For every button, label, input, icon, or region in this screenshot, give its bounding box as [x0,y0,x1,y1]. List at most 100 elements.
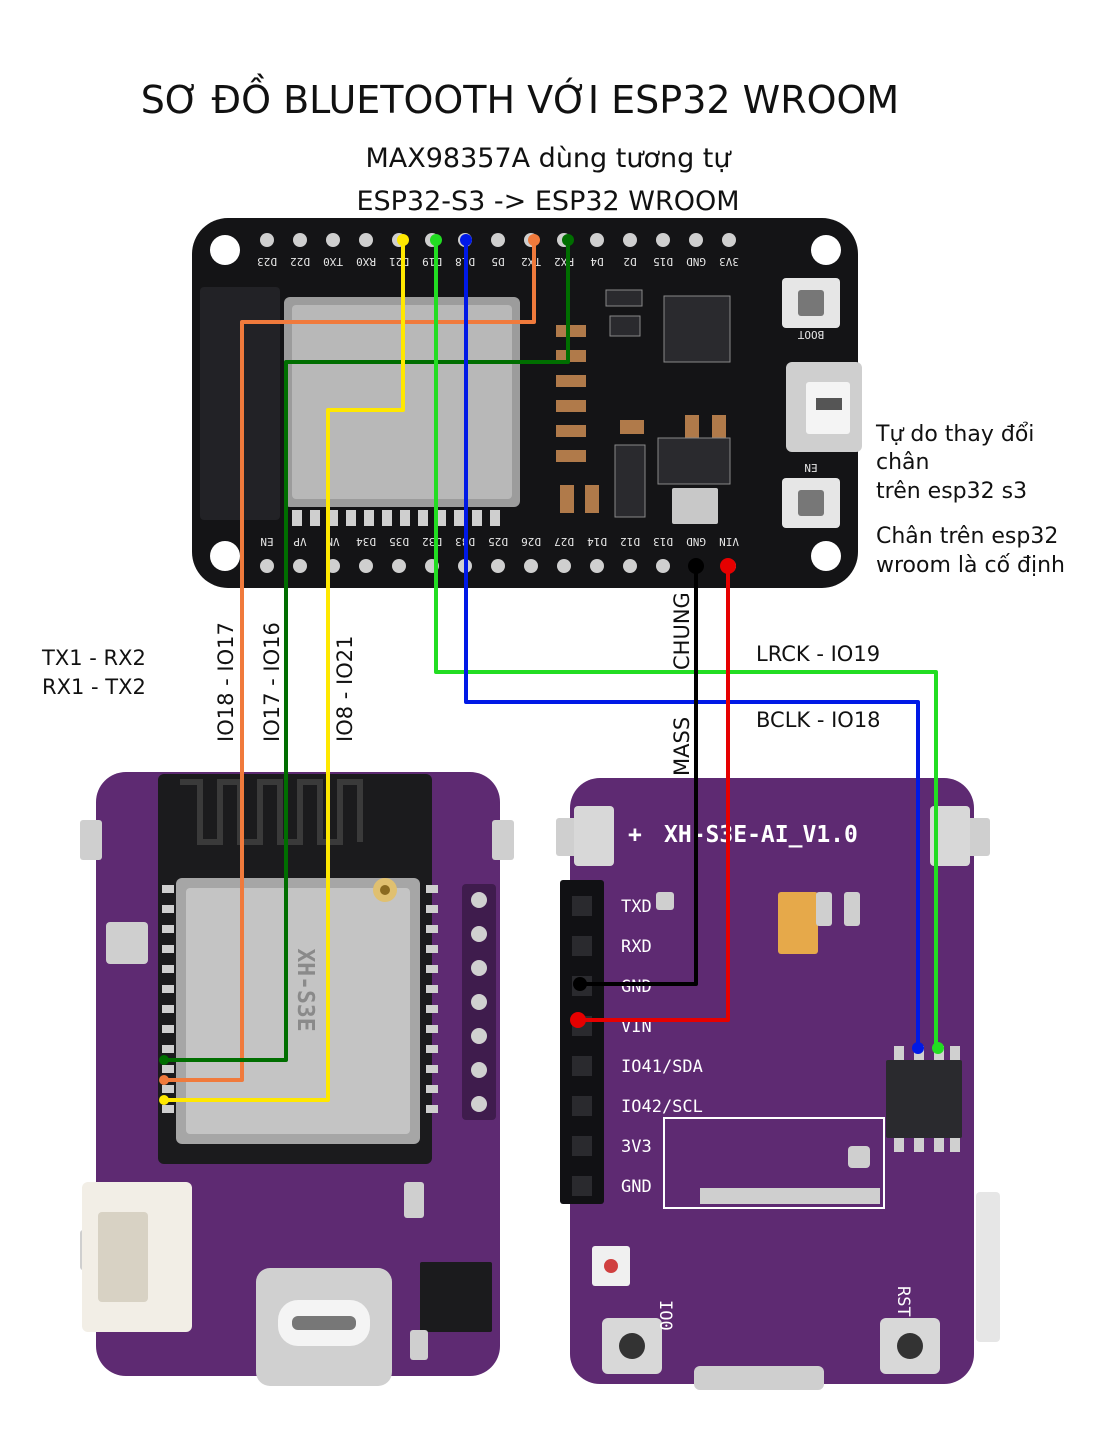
esp32-top-pin-tx0 [326,233,340,247]
xh-pin-label-6: 3V3 [621,1137,652,1157]
xh-pin-7 [572,1176,592,1196]
esp32-top-pin-label-d19: D19 [422,255,442,268]
xh-pin-label-5: IO42/SCL [621,1097,703,1117]
esp32-top-pin-d22 [293,233,307,247]
note-s3-line1: Tự do thay đổi [875,422,1034,447]
xh-board-name: XH-S3E-AI_V1.0 [664,822,858,848]
wire-end-lime-esp [430,234,442,246]
esp32-top-pin-label-rx2: RX2 [554,255,574,268]
esp32-bottom-pin-d25 [491,559,505,573]
wire-vin [576,564,730,1022]
xh-pin-label-2: GND [621,977,652,997]
esp32-top-pin-label-tx2: TX2 [521,255,541,268]
note-s3-line3: trên esp32 s3 [876,479,1027,504]
esp32-top-pin-label-d4: D4 [590,255,604,268]
esp32-top-pin-d2 [623,233,637,247]
label-chung: CHUNG [670,592,694,670]
wire-end-blue-amp [912,1042,924,1054]
esp32-bottom-pin-label-en: EN [260,535,273,548]
wire-green-io17-io16 [162,238,570,1062]
wire-end-orange-s3 [159,1075,169,1085]
xh-pin-1 [572,936,592,956]
uart-note-line2: RX1 - TX2 [42,675,146,699]
wire-yellow-io8-io21 [162,238,405,1102]
esp32-bottom-pin-label-vin: VIN [719,535,739,548]
wire-end-orange-esp [528,234,540,246]
esp32-bottom-pin-en [260,559,274,573]
wire-gnd-chung [578,564,698,986]
esp32-wroom-board: BOOT EN 3V3GNDD15D2D4RX2TX2D5D18D19D21RX… [192,218,862,588]
esp32-bottom-pin-label-d32: D32 [422,535,442,548]
esp32-bottom-pin-d26 [524,559,538,573]
esp32-bottom-pin-label-d34: D34 [356,535,376,548]
wire-end-green-esp [562,234,574,246]
max98357a-chip [886,1060,962,1138]
s3-module-text: XH-S3E [292,948,318,1031]
wire-end-yellow-esp [397,234,409,246]
label-io18-io17: IO18 - IO17 [214,622,238,742]
esp32-bottom-pin-label-d35: D35 [389,535,409,548]
wire-lrck-io19 [434,238,938,1050]
wire-end-blue-esp [460,234,472,246]
diagram-subtitle-line1: MAX98357A dùng tương tự [365,143,732,174]
esp32-top-pin-label-tx0: TX0 [323,255,343,268]
xh-pin-5 [572,1096,592,1116]
esp32-bottom-pin-d13 [656,559,670,573]
esp32-top-pin-d15 [656,233,670,247]
esp32-top-pin-d23 [260,233,274,247]
label-lrck: LRCK - IO19 [756,642,880,666]
wire-end-red-xh [570,1012,586,1028]
xh-pin-label-7: GND [621,1177,652,1197]
diagram-title: SƠ ĐỒ BLUETOOTH VỚI ESP32 WROOM [141,74,899,122]
xh-pin-6 [572,1136,592,1156]
wire-end-black-esp [688,558,704,574]
note-wroom-line2: wroom là cố định [876,553,1065,578]
label-io17-io16: IO17 - IO16 [260,622,284,742]
wire-end-green-s3 [159,1055,169,1065]
xh-pin-label-1: RXD [621,937,652,957]
xh-plus-label: + [628,822,642,848]
esp32-bottom-pin-label-d25: D25 [488,535,508,548]
esp32-top-pin-label-gnd: GND [686,255,706,268]
wire-end-yellow-s3 [159,1095,169,1105]
boot-label: BOOT [797,328,824,341]
esp32-top-pin-label-d5: D5 [491,255,504,268]
esp32-top-pin-label-rx0: RX0 [356,255,376,268]
esp32-top-pin-label-d22: D22 [290,255,310,268]
xh-s3e-ai-board: + XH-S3E-AI_V1.0 TXDRXDGNDVINIO41/SDAIO4… [556,778,1000,1390]
wire-end-red-esp [720,558,736,574]
wire-orange-io18-io17 [162,238,536,1082]
diagram-subtitle-line2: ESP32-S3 -> ESP32 WROOM [356,186,739,217]
esp32-top-pin-d5 [491,233,505,247]
esp32-bottom-pin-d27 [557,559,571,573]
esp32-bottom-pin-d35 [392,559,406,573]
xh-pin-header [560,880,604,1204]
usb-uart-chip [663,295,731,363]
esp32-bottom-pin-label-gnd: GND [686,535,706,548]
wire-end-black-xh [573,977,587,991]
xh-pin-0 [572,896,592,916]
esp32-bottom-pin-label-d12: D12 [620,535,640,548]
esp32-bottom-pin-d34 [359,559,373,573]
xh-pin-label-0: TXD [621,897,652,917]
esp32-top-pin-gnd [689,233,703,247]
esp32-bottom-pin-label-vp: VP [293,535,307,548]
xh-rst-label: RST [893,1286,913,1317]
label-io8-io21: IO8 - IO21 [333,636,357,742]
esp32-bottom-pin-label-d14: D14 [587,535,607,548]
esp32-top-pin-label-d21: D21 [389,255,409,268]
note-s3-line2: chân [876,450,929,475]
esp32-top-pin-rx0 [359,233,373,247]
esp32-bottom-pin-label-d26: D26 [521,535,541,548]
note-wroom-line1: Chân trên esp32 [876,524,1058,549]
esp32-bottom-pin-label-d13: D13 [653,535,673,548]
esp32-top-pin-label-d15: D15 [653,255,673,268]
esp32-top-pin-label-d23: D23 [257,255,277,268]
esp32-s3-board: XH-S3E [80,772,514,1386]
xh-pin-label-4: IO41/SDA [621,1057,703,1077]
en-label: EN [804,461,817,474]
wiring [159,234,944,1105]
esp32-bottom-pin-label-d27: D27 [554,535,574,548]
label-mass: MASS [670,717,694,776]
esp32-top-pin-label-d2: D2 [623,255,636,268]
